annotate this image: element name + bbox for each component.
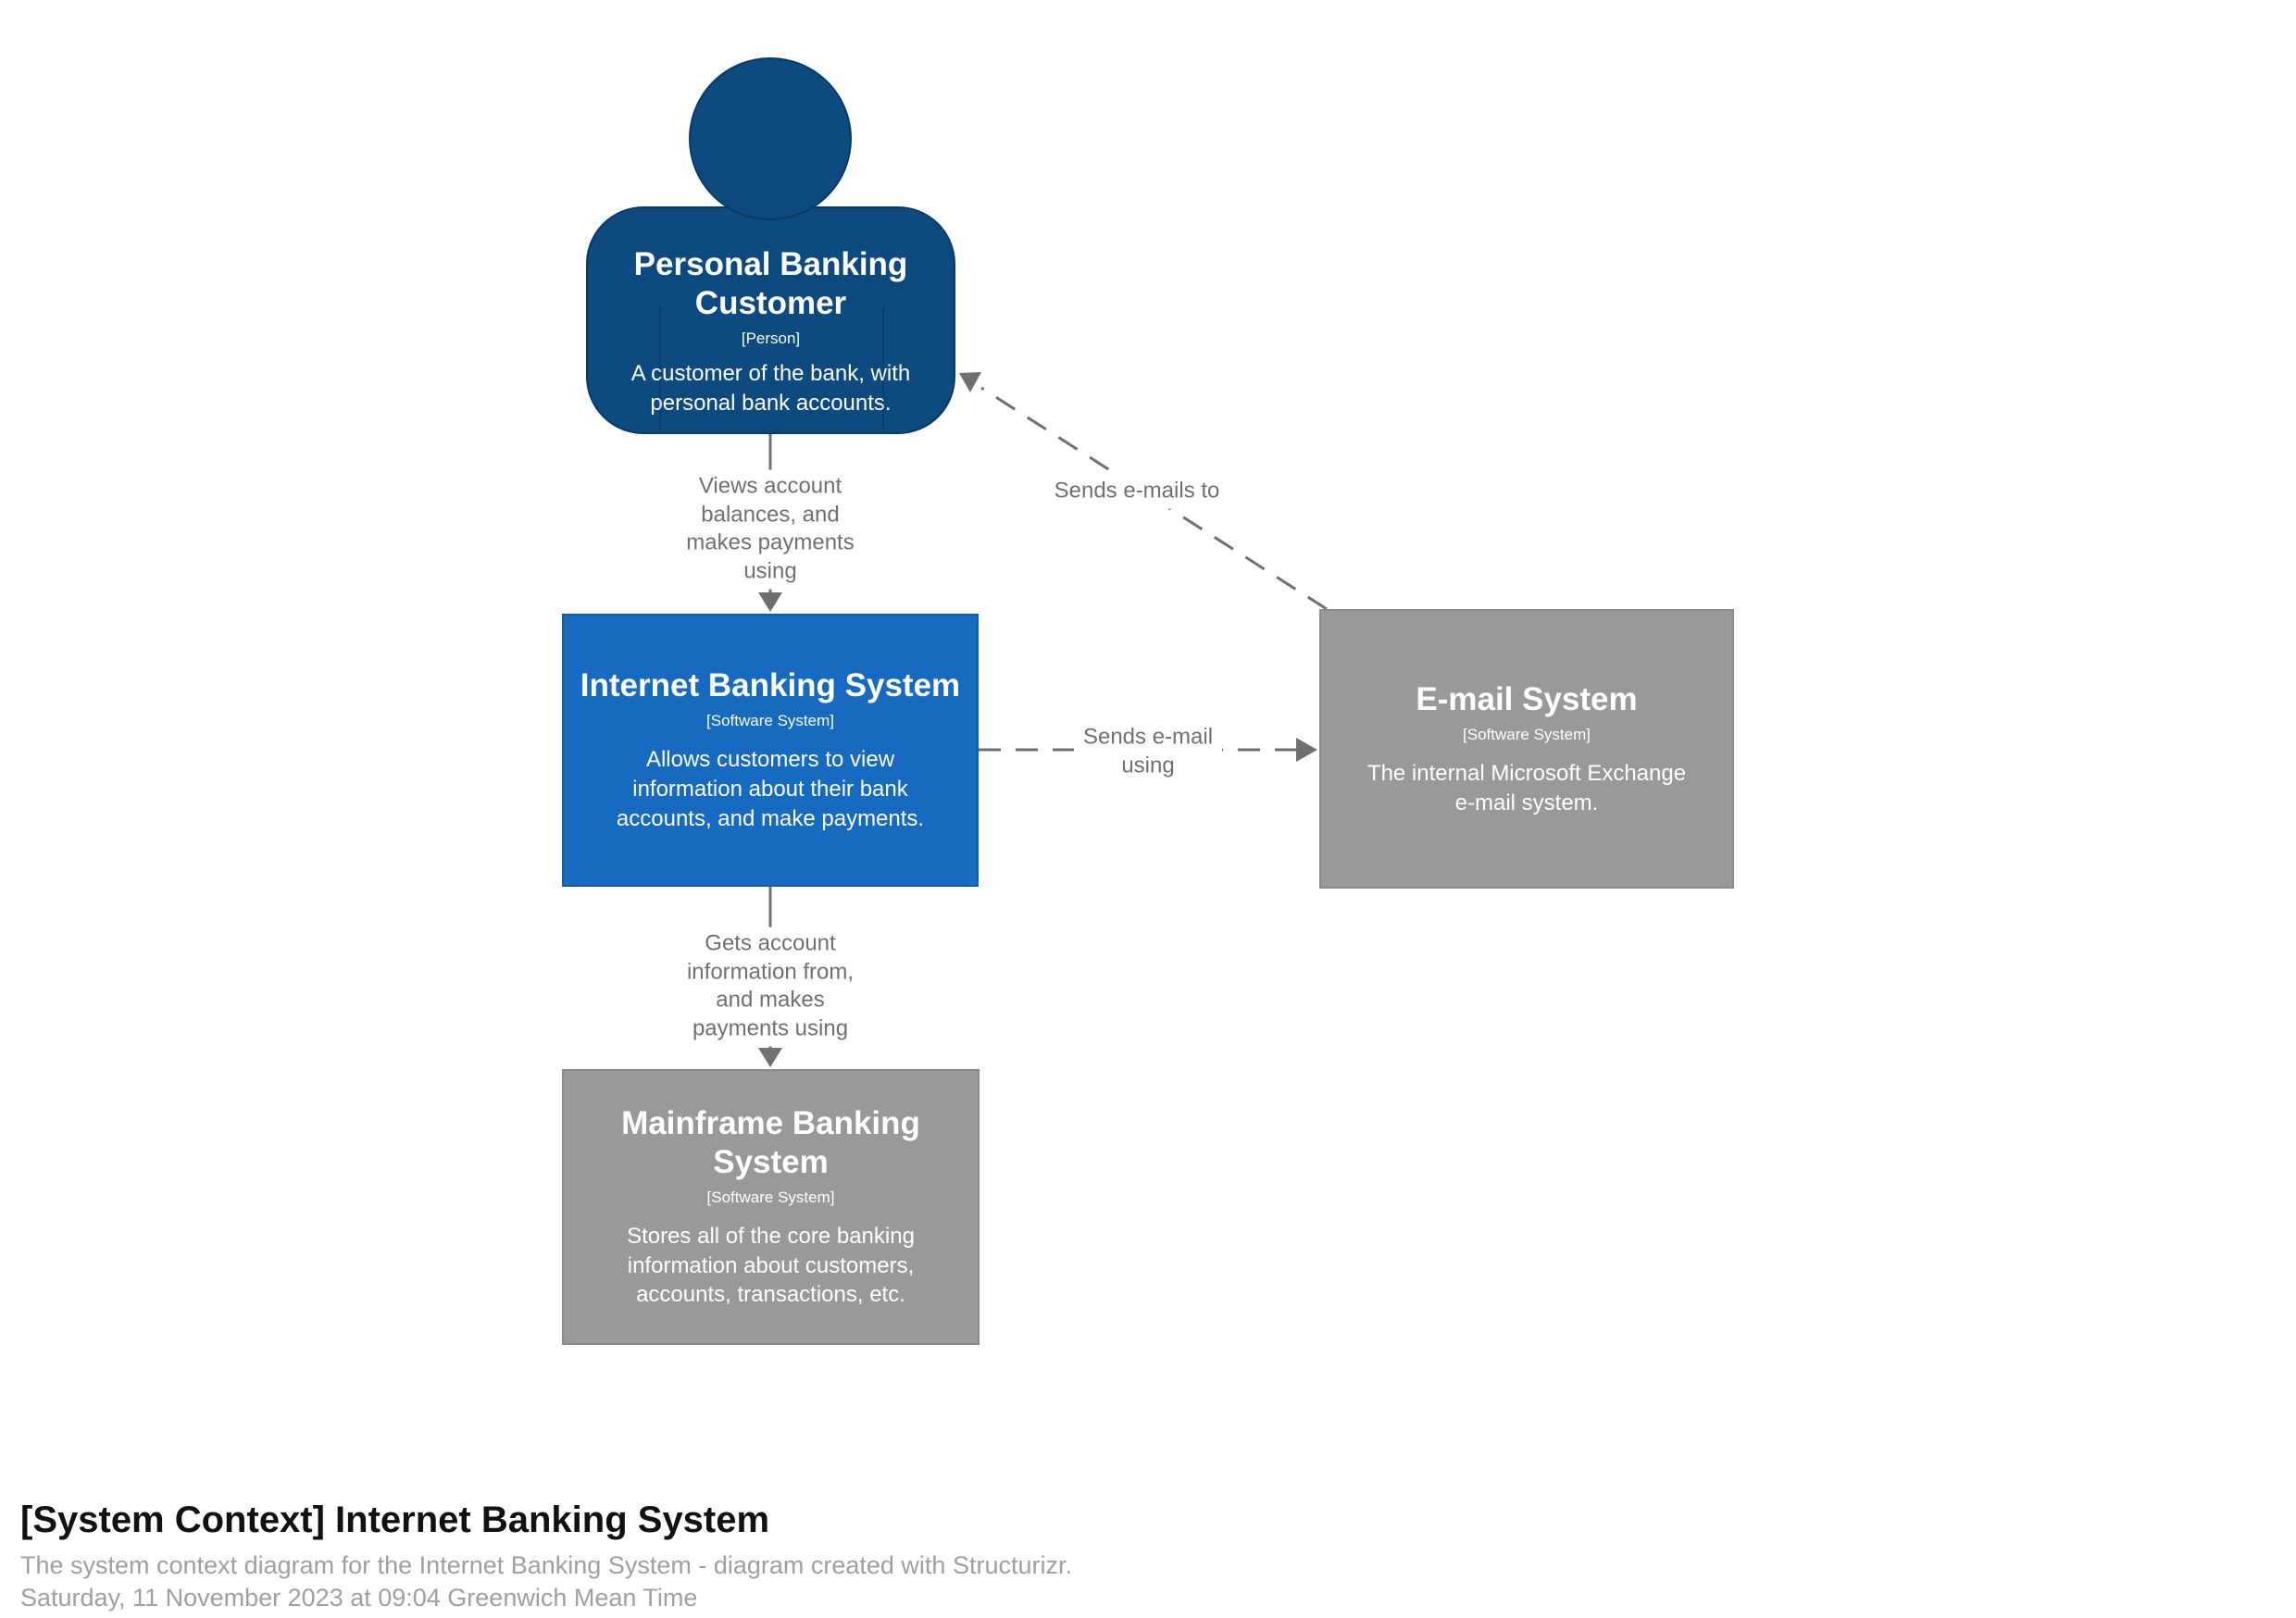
diagram-footer: [System Context] Internet Banking System… bbox=[20, 1498, 1072, 1613]
node-type-label: [Software System] bbox=[706, 712, 834, 730]
diagram-description: The system context diagram for the Inter… bbox=[20, 1551, 1072, 1579]
node-description: Stores all of the core banking informati… bbox=[627, 1223, 915, 1308]
arrowhead-ibs-mainframe bbox=[758, 1048, 782, 1067]
node-title: Personal Banking Customer bbox=[633, 245, 908, 321]
node-description: The internal Microsoft Exchange e-mail s… bbox=[1366, 760, 1687, 815]
node-type-label: [Person] bbox=[741, 329, 801, 347]
arrowhead-person-ibs bbox=[758, 592, 782, 612]
diagram-title: [System Context] Internet Banking System bbox=[20, 1500, 770, 1540]
person-body-seam-left bbox=[659, 306, 661, 429]
node-mainframe-banking-system: Mainframe Banking System [Software Syste… bbox=[562, 1069, 980, 1345]
relationship-label-ibs-mainframe: Gets account information from, and makes… bbox=[677, 927, 864, 1047]
node-internet-banking-system: Internet Banking System [Software System… bbox=[562, 614, 979, 887]
node-description: Allows customers to view information abo… bbox=[616, 747, 925, 831]
arrowhead-ibs-email bbox=[1296, 738, 1317, 762]
node-title: Mainframe Banking System bbox=[621, 1104, 920, 1180]
diagram-timestamp: Saturday, 11 November 2023 at 09:04 Gree… bbox=[20, 1583, 698, 1612]
node-description: A customer of the bank, with personal ba… bbox=[630, 360, 911, 416]
node-type-label: [Software System] bbox=[1463, 725, 1591, 743]
person-body-seam-right bbox=[882, 306, 884, 429]
person-head-icon bbox=[689, 57, 852, 220]
node-title: E-mail System bbox=[1416, 680, 1638, 717]
relationship-label-ibs-email: Sends e-mail using bbox=[1073, 720, 1223, 783]
node-type-label: [Software System] bbox=[706, 1188, 835, 1206]
relationship-label-email-person: Sends e-mails to bbox=[1044, 474, 1229, 509]
node-email-system: E-mail System [Software System] The inte… bbox=[1319, 609, 1734, 889]
relationship-label-person-ibs: Views account balances, and makes paymen… bbox=[677, 469, 864, 590]
arrowhead-email-person bbox=[959, 372, 981, 392]
node-title: Internet Banking System bbox=[580, 667, 961, 704]
node-personal-banking-customer: Personal Banking Customer [Person] A cus… bbox=[586, 206, 955, 434]
